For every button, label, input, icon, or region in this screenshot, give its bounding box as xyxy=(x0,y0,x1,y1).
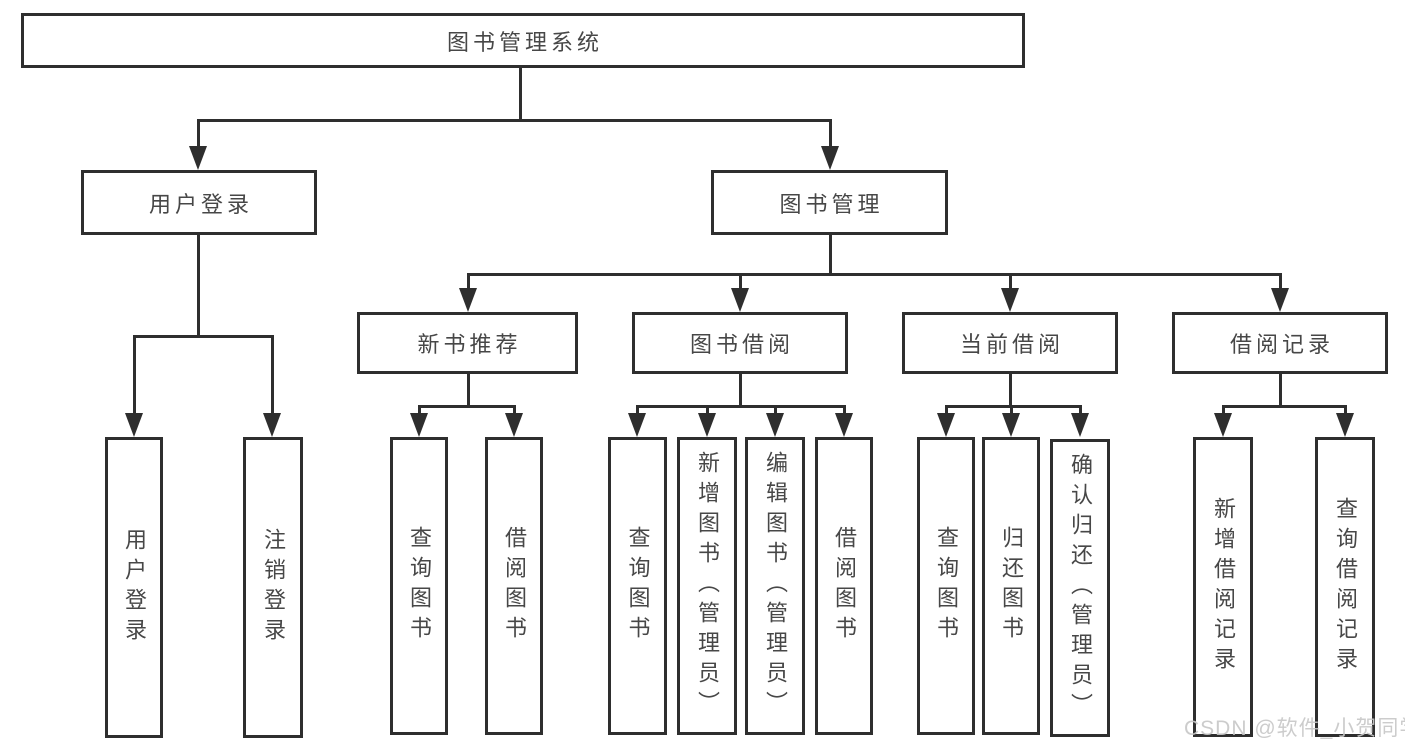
arrow-down xyxy=(409,405,429,437)
arrow-down xyxy=(124,335,144,437)
arrow-down xyxy=(188,119,208,170)
arrow-down xyxy=(458,273,478,312)
leaf-edit-book-admin: 编辑图书（管理员） xyxy=(745,437,805,735)
arrow-down xyxy=(730,273,750,312)
leaf-borrow-books-label: 借阅图书 xyxy=(832,526,857,646)
arrow-down xyxy=(1335,405,1355,437)
connector-line xyxy=(1279,374,1282,408)
leaf-borrow-books: 借阅图书 xyxy=(815,437,873,735)
leaf-return-books-label: 归还图书 xyxy=(999,526,1024,646)
connector-line xyxy=(519,68,522,121)
leaf-add-borrow-record-label: 新增借阅记录 xyxy=(1211,497,1236,677)
arrow-down xyxy=(504,405,524,437)
node-library-system: 图书管理系统 xyxy=(21,13,1025,68)
connector-line xyxy=(133,335,274,338)
node-borrowing-records: 借阅记录 xyxy=(1172,312,1388,374)
leaf-confirm-return-admin: 确认归还（管理员） xyxy=(1050,439,1110,737)
arrow-down xyxy=(820,119,840,170)
leaf-query-books-recommend: 查询图书 xyxy=(390,437,448,735)
connector-line xyxy=(467,273,1281,276)
connector-line xyxy=(739,374,742,408)
connector-line xyxy=(467,374,470,408)
arrow-down xyxy=(627,405,647,437)
node-book-borrowing: 图书借阅 xyxy=(632,312,848,374)
leaf-logout: 注销登录 xyxy=(243,437,303,738)
arrow-down xyxy=(1070,405,1090,437)
arrow-down xyxy=(1001,405,1021,437)
leaf-query-books-borrow: 查询图书 xyxy=(608,437,667,735)
node-library-system-label: 图书管理系统 xyxy=(446,29,603,55)
leaf-query-books-current-label: 查询图书 xyxy=(934,526,959,646)
leaf-return-books: 归还图书 xyxy=(982,437,1040,735)
leaf-add-book-admin-label: 新增图书（管理员） xyxy=(695,451,720,721)
node-book-borrowing-label: 图书借阅 xyxy=(689,332,794,357)
arrow-down xyxy=(1000,273,1020,312)
leaf-user-login: 用户登录 xyxy=(105,437,163,738)
leaf-query-borrow-record-label: 查询借阅记录 xyxy=(1333,497,1358,677)
node-user-login-label: 用户登录 xyxy=(148,191,253,217)
node-borrowing-records-label: 借阅记录 xyxy=(1229,332,1334,357)
arrow-down xyxy=(765,405,785,437)
arrow-down xyxy=(834,405,854,437)
leaf-query-books-recommend-label: 查询图书 xyxy=(407,526,432,646)
leaf-query-books-borrow-label: 查询图书 xyxy=(625,526,651,646)
arrow-down xyxy=(697,405,717,437)
leaf-confirm-return-admin-label: 确认归还（管理员） xyxy=(1068,453,1093,723)
node-book-management: 图书管理 xyxy=(711,170,948,235)
node-new-book-recommendation: 新书推荐 xyxy=(357,312,578,374)
connector-line xyxy=(945,405,1082,408)
leaf-borrow-books-recommend: 借阅图书 xyxy=(485,437,543,735)
node-current-borrowing-label: 当前借阅 xyxy=(959,332,1064,357)
connector-line xyxy=(1222,405,1347,408)
node-current-borrowing: 当前借阅 xyxy=(902,312,1118,374)
arrow-down xyxy=(1270,273,1290,312)
arrow-down xyxy=(262,335,282,437)
leaf-borrow-books-recommend-label: 借阅图书 xyxy=(502,526,527,646)
leaf-add-book-admin: 新增图书（管理员） xyxy=(677,437,737,735)
leaf-add-borrow-record: 新增借阅记录 xyxy=(1193,437,1253,737)
leaf-edit-book-admin-label: 编辑图书（管理员） xyxy=(763,451,788,721)
arrow-down xyxy=(936,405,956,437)
connector-line xyxy=(197,119,832,122)
leaf-user-login-label: 用户登录 xyxy=(122,527,147,648)
connector-line xyxy=(636,405,846,408)
connector-line xyxy=(418,405,516,408)
watermark-text: CSDN @软件_小贺同学 xyxy=(1184,717,1405,740)
node-book-management-label: 图书管理 xyxy=(779,191,884,217)
node-new-book-recommendation-label: 新书推荐 xyxy=(417,332,522,357)
node-user-login: 用户登录 xyxy=(81,170,317,235)
leaf-query-borrow-record: 查询借阅记录 xyxy=(1315,437,1375,737)
connector-line xyxy=(829,235,832,276)
connector-line xyxy=(1009,374,1012,408)
arrow-down xyxy=(1213,405,1233,437)
leaf-query-books-current: 查询图书 xyxy=(917,437,975,735)
connector-line xyxy=(197,235,200,338)
leaf-logout-label: 注销登录 xyxy=(261,527,286,648)
